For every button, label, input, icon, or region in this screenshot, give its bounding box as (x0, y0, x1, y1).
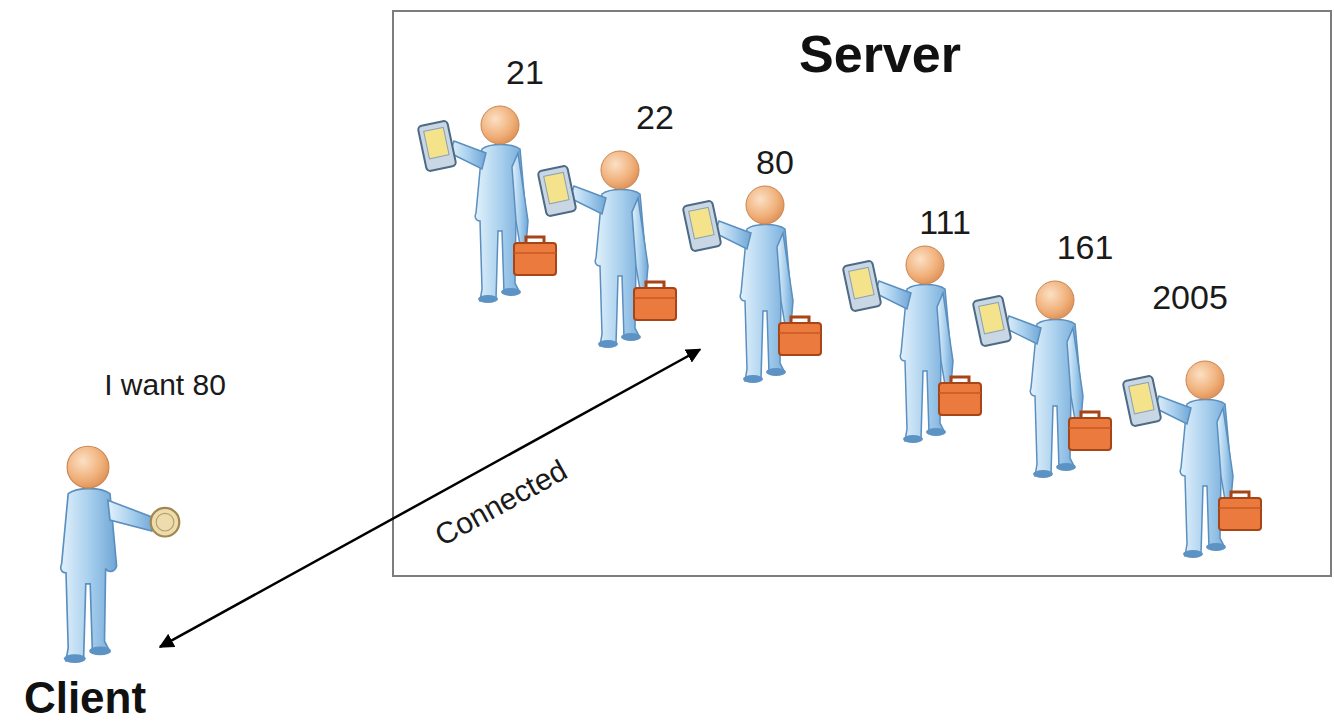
client-name: Client (10, 676, 160, 720)
port-number: 2005 (1115, 280, 1265, 314)
coin-symbol (151, 508, 180, 537)
edge-label: Connected (430, 454, 572, 550)
service-figure (1123, 361, 1261, 558)
port-number: 22 (580, 100, 730, 134)
connection-arrow (160, 350, 700, 647)
service-figure (418, 106, 556, 303)
coin-symbol (156, 513, 174, 531)
port-service: 161 (1010, 230, 1160, 495)
port-service: 2005 (1115, 280, 1265, 575)
port-number: 161 (1010, 230, 1160, 264)
service-figure (538, 151, 676, 348)
service-figure (973, 281, 1111, 478)
person-arm (108, 500, 154, 531)
port-service: 21 (450, 55, 600, 305)
client-node: Client (10, 440, 160, 720)
port-service: 111 (870, 205, 1020, 455)
port-service: 22 (580, 100, 730, 355)
port-number: 111 (870, 205, 1020, 239)
service-figure (683, 186, 821, 383)
service-figure (843, 246, 981, 443)
request-label: I want 80 (104, 370, 226, 400)
server-box: Server2122801111612005 (392, 10, 1332, 577)
port-number: 80 (700, 145, 850, 179)
port-number: 21 (450, 55, 600, 89)
client-figure (61, 446, 180, 663)
port-service: 80 (700, 145, 850, 405)
